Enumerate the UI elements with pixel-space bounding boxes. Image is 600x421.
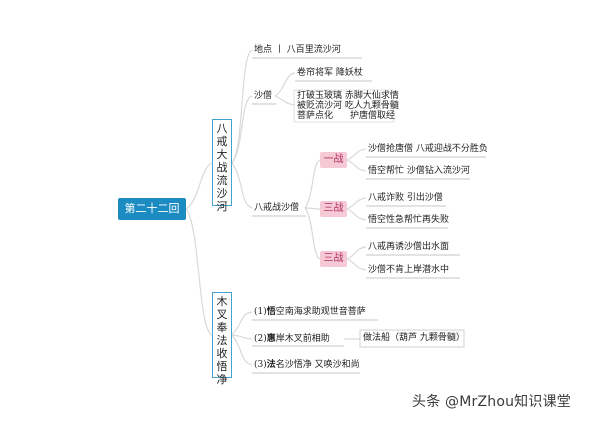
item3-text: 名沙悟净 又唤沙和尚 — [275, 360, 360, 370]
link-branch2-item1 — [231, 311, 253, 336]
item2-num: (2) — [254, 334, 267, 344]
link-fight-round1 — [304, 159, 321, 209]
shaseng-story-line3-right: 护唐僧取经 — [350, 111, 396, 121]
link-fight-round3 — [304, 207, 321, 260]
round2-line1: 八戒诈败 引出沙僧 — [368, 193, 443, 203]
link-branch1-location — [231, 49, 253, 164]
branch-node-bajie-fight[interactable]: 八戒大战流沙河 — [212, 119, 232, 213]
link-round3-a — [346, 246, 367, 260]
link-branch2-item2 — [231, 334, 253, 340]
underlines — [252, 57, 486, 374]
shaseng-story-line2: 被贬流沙河 吃人九颗骨髓 — [297, 101, 399, 111]
shaseng-identity: 卷帘将军 降妖杖 — [297, 68, 363, 78]
item3: (3)法名沙悟净 又唤沙和尚 — [254, 360, 360, 371]
link-round1-b — [346, 159, 367, 172]
link-round2-b — [346, 208, 367, 221]
link-shaseng-story — [274, 95, 296, 106]
item3-num: (3) — [254, 360, 267, 370]
shaseng-story-line3: 菩萨点化 — [297, 111, 334, 121]
link-root-branch1 — [185, 162, 213, 210]
item2-key: 惠 — [266, 334, 276, 344]
branch-node-mucha[interactable]: 木叉奉法收悟净 — [212, 292, 232, 386]
shaseng-label: 沙僧 — [254, 91, 273, 101]
item1-text: 空南海求助观世音菩萨 — [275, 307, 366, 317]
link-branch1-shaseng — [231, 95, 253, 164]
location-label: 地点 丨 八百里流沙河 — [254, 45, 341, 55]
link-branch2-item3 — [231, 334, 253, 366]
item2-detail: 做法船（葫芦 九颗骨髓） — [363, 333, 465, 343]
item1-num: (1) — [254, 307, 267, 317]
round3-line1: 八戒再诱沙僧出水面 — [368, 242, 450, 252]
round3-tag[interactable]: 三战 — [320, 251, 347, 267]
detail-frame — [359, 329, 465, 348]
item2: (2)惠岸木叉前相助 — [254, 334, 330, 345]
item3-key: 法 — [266, 360, 276, 370]
link-shaseng-identity — [274, 72, 296, 97]
round1-line1: 沙僧抢唐僧 八戒迎战不分胜负 — [368, 144, 488, 154]
item1-key: 悟 — [266, 307, 276, 317]
round2-tag[interactable]: 三战 — [320, 201, 347, 217]
link-round1-a — [346, 148, 367, 161]
root-node[interactable]: 第二十二回 — [118, 198, 186, 220]
round1-line2: 悟空帮忙 沙僧钻入流沙河 — [368, 166, 470, 176]
story-frame — [293, 89, 395, 123]
fight-label: 八戒战沙僧 — [254, 203, 300, 213]
watermark: 头条 @MrZhou知识课堂 — [412, 394, 571, 410]
link-round3-b — [346, 258, 367, 271]
shaseng-story-line1: 打破玉玻璃 赤脚大仙求情 — [297, 91, 399, 101]
round1-tag[interactable]: 一战 — [320, 152, 347, 168]
link-root-branch2 — [185, 208, 213, 336]
item1: (1)悟空南海求助观世音菩萨 — [254, 307, 366, 318]
item2-text: 岸木叉前相助 — [275, 334, 330, 344]
round2-line2: 悟空性急帮忙再失败 — [368, 215, 450, 225]
round3-line2: 沙僧不肯上岸潜水中 — [368, 265, 450, 275]
link-fight-round2 — [304, 207, 321, 210]
link-branch1-fight — [231, 162, 253, 209]
link-round2-a — [346, 197, 367, 210]
